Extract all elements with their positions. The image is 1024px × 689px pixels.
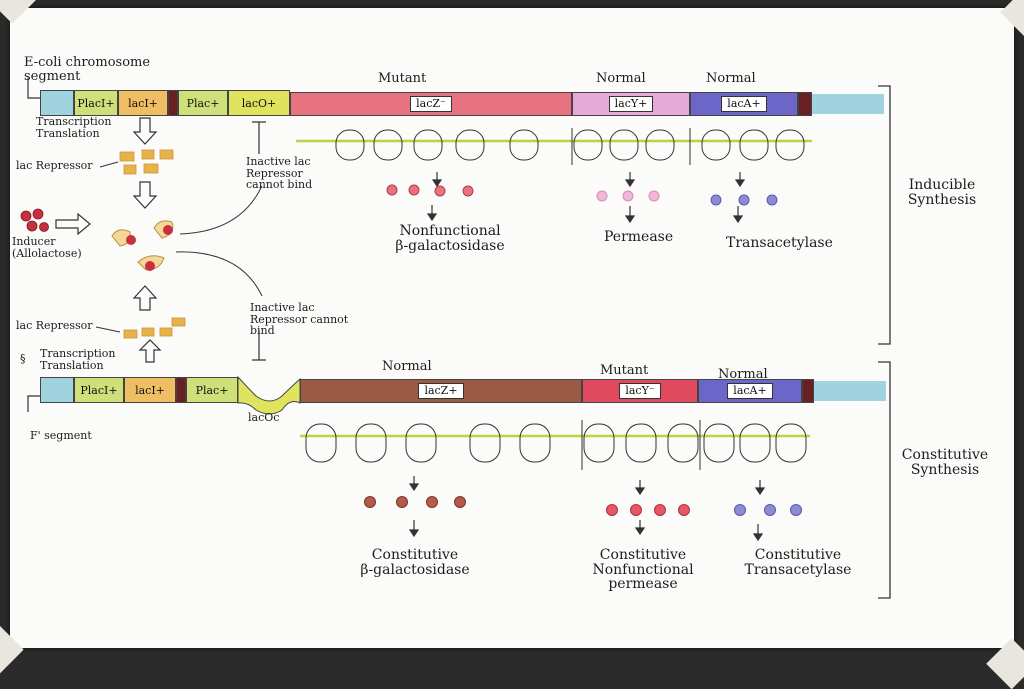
bottom-up-arrow-1	[134, 286, 156, 310]
inactive-bottom-label: Inactive lac Repressor cannot bind	[250, 302, 348, 337]
top-repressor-label: lac Repressor	[16, 160, 93, 172]
bottom-up-arrow-2	[140, 340, 160, 362]
top-laca-product: Transacetylase	[726, 236, 833, 251]
chromosome-label: E-coli chromosome segment	[24, 56, 150, 83]
diagram-drawing	[0, 0, 1024, 662]
inducer-arrow	[56, 214, 90, 234]
inactive-repressor-complexes	[112, 221, 173, 271]
bottom-ribosomes	[306, 424, 806, 462]
top-lacy-status: Normal	[596, 72, 646, 86]
bottom-lacy-proteins	[607, 505, 690, 516]
top-bracket	[878, 86, 890, 344]
top-ribosomes	[336, 130, 804, 160]
fseg-arrow	[28, 396, 40, 412]
top-down-arrow-1	[134, 118, 156, 144]
bottom-laca-status: Normal	[718, 368, 768, 382]
repressor-pointer-bottom	[96, 327, 120, 332]
top-repressor-shapes	[120, 150, 173, 174]
bottom-lacy-product: Constitutive Nonfunctional permease	[580, 548, 706, 592]
repressor-pointer-top	[100, 162, 118, 167]
f-mark: §	[20, 353, 26, 365]
top-lacz-status: Mutant	[378, 72, 426, 86]
bottom-repressor-shapes	[124, 318, 185, 338]
inactive-top-label: Inactive lac Repressor cannot bind	[246, 156, 312, 191]
top-product-arrows	[428, 172, 744, 222]
top-lacz-product: Nonfunctional β-galactosidase	[380, 224, 520, 253]
bottom-product-arrows	[410, 476, 764, 540]
constitutive-synthesis-label: Constitutive Synthesis	[896, 448, 994, 477]
top-laca-status: Normal	[706, 72, 756, 86]
inducible-synthesis-label: Inducible Synthesis	[898, 178, 986, 207]
bottom-lacz-product: Constitutive β-galactosidase	[340, 548, 490, 577]
bottom-bracket	[878, 362, 890, 598]
bottom-lacy-status: Mutant	[600, 364, 648, 378]
inactive-top-connector	[180, 186, 262, 234]
bottom-operator-oc-bend	[238, 377, 300, 414]
inactive-top-tbar	[252, 122, 266, 154]
f-segment-label: F' segment	[30, 430, 92, 442]
top-lacy-proteins	[597, 191, 659, 201]
inactive-bottom-connector	[176, 252, 262, 296]
bottom-laco-label: lacOc	[248, 412, 279, 424]
bottom-transcription-label: Transcription Translation	[40, 348, 116, 371]
bottom-lacz-status: Normal	[382, 360, 432, 374]
top-laca-proteins	[711, 195, 777, 205]
top-lacy-product: Permease	[604, 230, 673, 245]
bottom-laca-proteins	[735, 505, 802, 516]
top-lacz-proteins	[387, 185, 473, 196]
top-transcription-label: Transcription Translation	[36, 116, 112, 139]
top-down-arrow-2	[134, 182, 156, 208]
bottom-laca-product: Constitutive Transacetylase	[730, 548, 866, 577]
bottom-lacz-proteins	[365, 497, 466, 508]
bottom-repressor-label: lac Repressor	[16, 320, 93, 332]
inducer-dots	[21, 209, 49, 232]
inducer-label: Inducer (Allolactose)	[12, 236, 82, 259]
